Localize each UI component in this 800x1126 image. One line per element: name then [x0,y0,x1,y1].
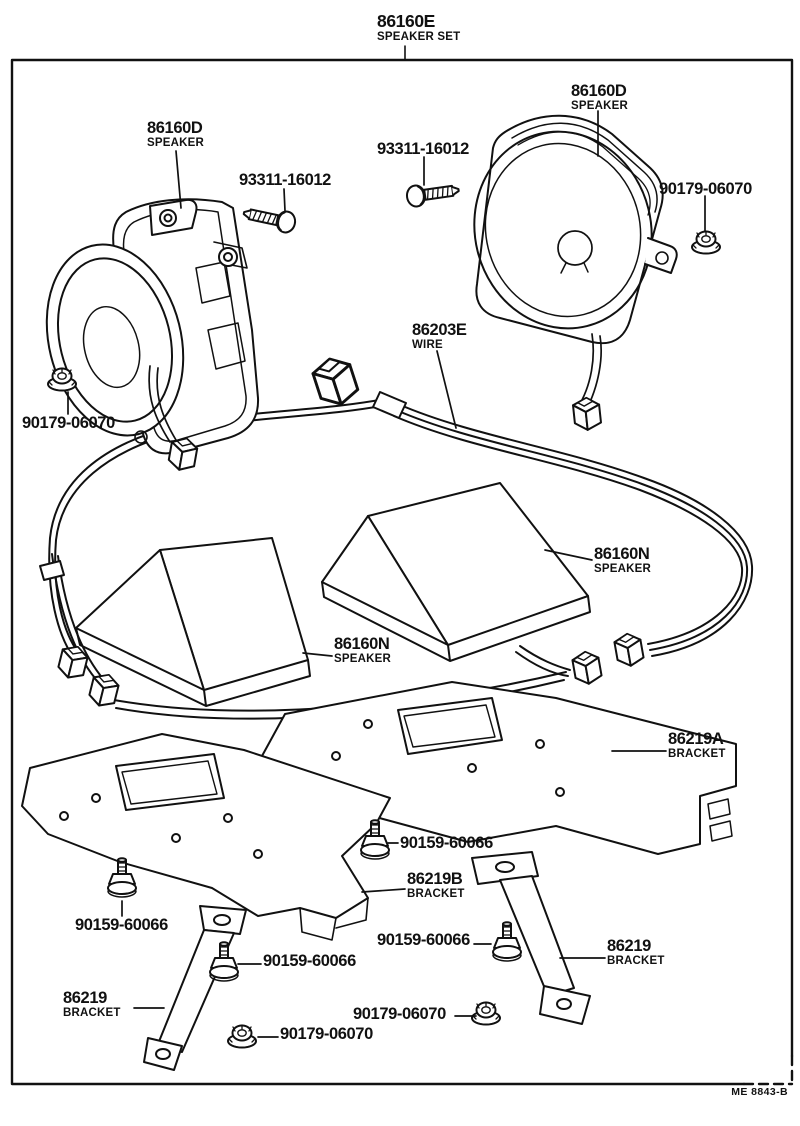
title-part-name: SPEAKER SET [377,30,461,43]
part-code: 86160N [594,545,650,563]
part-label-93311-left: 93311-16012 [239,172,331,189]
wire-connector [308,352,362,411]
part-code: 86160N [334,635,390,653]
bracket-arm-right-art [471,851,591,1025]
part-label-86160d-right: 86160D SPEAKER [571,83,628,112]
wire-connector [571,395,603,433]
part-label-90159-left: 90159-60066 [75,917,168,934]
part-label-90179-upper-left: 90179-06070 [22,415,115,432]
part-code: 86219 [607,937,651,955]
part-label-86219-left: 86219 BRACKET [63,990,121,1019]
part-label-86219a: 86219A BRACKET [668,731,726,760]
part-code: 86203E [412,321,467,339]
drawing-reference-code: ME 8843-B [731,1086,788,1098]
part-name: BRACKET [407,887,465,900]
part-label-86160n-right: 86160N SPEAKER [594,546,651,575]
bolt-90159 [492,921,522,962]
part-label-86219-right: 86219 BRACKET [607,938,665,967]
part-code: 90179-06070 [353,1005,446,1023]
part-label-86203e-wire: 86203E WIRE [412,322,467,351]
nut-90179 [227,1024,257,1049]
title-part-code: 86160E [377,11,435,31]
part-code: 90159-60066 [75,916,168,934]
part-label-90159-right: 90159-60066 [377,932,470,949]
part-code: 86219B [407,870,463,888]
wire-connector [570,648,604,687]
part-label-90179-lower-left: 90179-06070 [280,1026,373,1043]
part-label-90179-lower-right: 90179-06070 [353,1006,446,1023]
wire-connector [86,670,122,710]
part-name: SPEAKER [594,562,651,575]
leader-lines [67,110,706,1038]
part-code: 90159-60066 [263,952,356,970]
part-name: BRACKET [668,747,726,760]
part-label-90179-upper-right: 90179-06070 [659,181,752,198]
part-code: 93311-16012 [377,140,469,158]
part-code: 90179-06070 [22,414,115,432]
right-speaker-art [473,114,678,433]
part-name: SPEAKER [334,652,391,665]
part-code: 86219A [668,730,724,748]
part-name: SPEAKER [147,136,204,149]
part-name: BRACKET [607,954,665,967]
speaker-box-left-art [75,537,311,707]
wire-harness-art [39,352,754,685]
bracket-plate-b-art [21,733,391,941]
wire-wrap [39,560,65,581]
speaker-box-right-art [321,482,591,662]
part-label-93311-right: 93311-16012 [377,141,469,158]
part-code: 86160D [571,82,627,100]
page-border [10,45,794,1086]
left-speaker-art [45,198,260,474]
part-code: 90179-06070 [280,1025,373,1043]
wire-connector [612,630,646,669]
nut-90179 [471,1001,501,1026]
part-label-86219b: 86219B BRACKET [407,871,465,900]
part-label-90159-lower-center: 90159-60066 [263,953,356,970]
part-code: 86219 [63,989,107,1007]
nut-90179 [691,230,721,255]
part-label-86160d-left: 86160D SPEAKER [147,120,204,149]
part-name: SPEAKER [571,99,628,112]
part-label-90159-center: 90159-60066 [400,835,493,852]
part-name: WIRE [412,338,443,351]
diagram-title: 86160E SPEAKER SET [377,11,461,43]
part-code: 93311-16012 [239,171,331,189]
part-code: 90179-06070 [659,180,752,198]
screw-93311-right [404,178,462,209]
screw-93311-left [240,201,298,236]
wire-wrap [372,391,407,419]
part-code: 86160D [147,119,203,137]
part-name: BRACKET [63,1006,121,1019]
part-label-86160n-left: 86160N SPEAKER [334,636,391,665]
part-code: 90159-60066 [377,931,470,949]
part-code: 90159-60066 [400,834,493,852]
